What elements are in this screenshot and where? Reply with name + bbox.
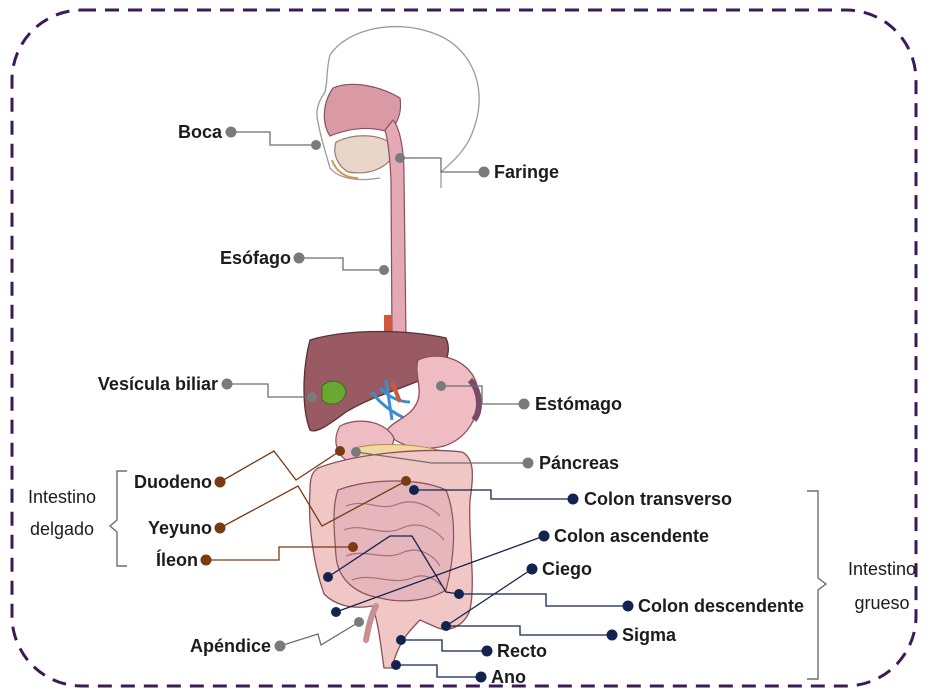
small-intestine — [334, 481, 454, 601]
label-estomago: Estómago — [535, 394, 622, 414]
label-colon-transverso: Colon transverso — [584, 489, 732, 509]
label-pancreas: Páncreas — [539, 453, 619, 473]
tongue — [335, 136, 396, 173]
bracket-small-intestine — [110, 471, 127, 566]
digestive-system-illustration — [304, 27, 479, 668]
bracket-large-intestine — [807, 491, 826, 679]
group-large-intestine-line1: Intestino — [848, 559, 916, 579]
appendix — [366, 606, 376, 640]
label-colon-descendente: Colon descendente — [638, 596, 804, 616]
label-duodeno: Duodeno — [134, 472, 212, 492]
group-small-intestine-line1: Intestino — [28, 487, 96, 507]
leader-vesicula — [227, 384, 312, 397]
label-vesicula-biliar: Vesícula biliar — [98, 374, 218, 394]
leader-faringe — [400, 158, 484, 172]
leader-apendice — [280, 622, 359, 646]
label-faringe: Faringe — [494, 162, 559, 182]
label-ano: Ano — [491, 667, 526, 687]
group-large-intestine-line2: grueso — [854, 593, 909, 613]
leader-boca — [231, 132, 316, 145]
label-colon-ascendente: Colon ascendente — [554, 526, 709, 546]
leader-recto — [401, 640, 487, 651]
label-sigma: Sigma — [622, 625, 677, 645]
label-ciego: Ciego — [542, 559, 592, 579]
label-esofago: Esófago — [220, 248, 291, 268]
label-boca: Boca — [178, 122, 223, 142]
label-recto: Recto — [497, 641, 547, 661]
group-small-intestine-line2: delgado — [30, 519, 94, 539]
label-apendice: Apéndice — [190, 636, 271, 656]
label-ileon: Íleon — [156, 549, 198, 570]
leader-sigma — [446, 626, 612, 635]
leader-ano — [396, 665, 481, 677]
label-yeyuno: Yeyuno — [148, 518, 212, 538]
leader-esofago — [299, 258, 384, 270]
